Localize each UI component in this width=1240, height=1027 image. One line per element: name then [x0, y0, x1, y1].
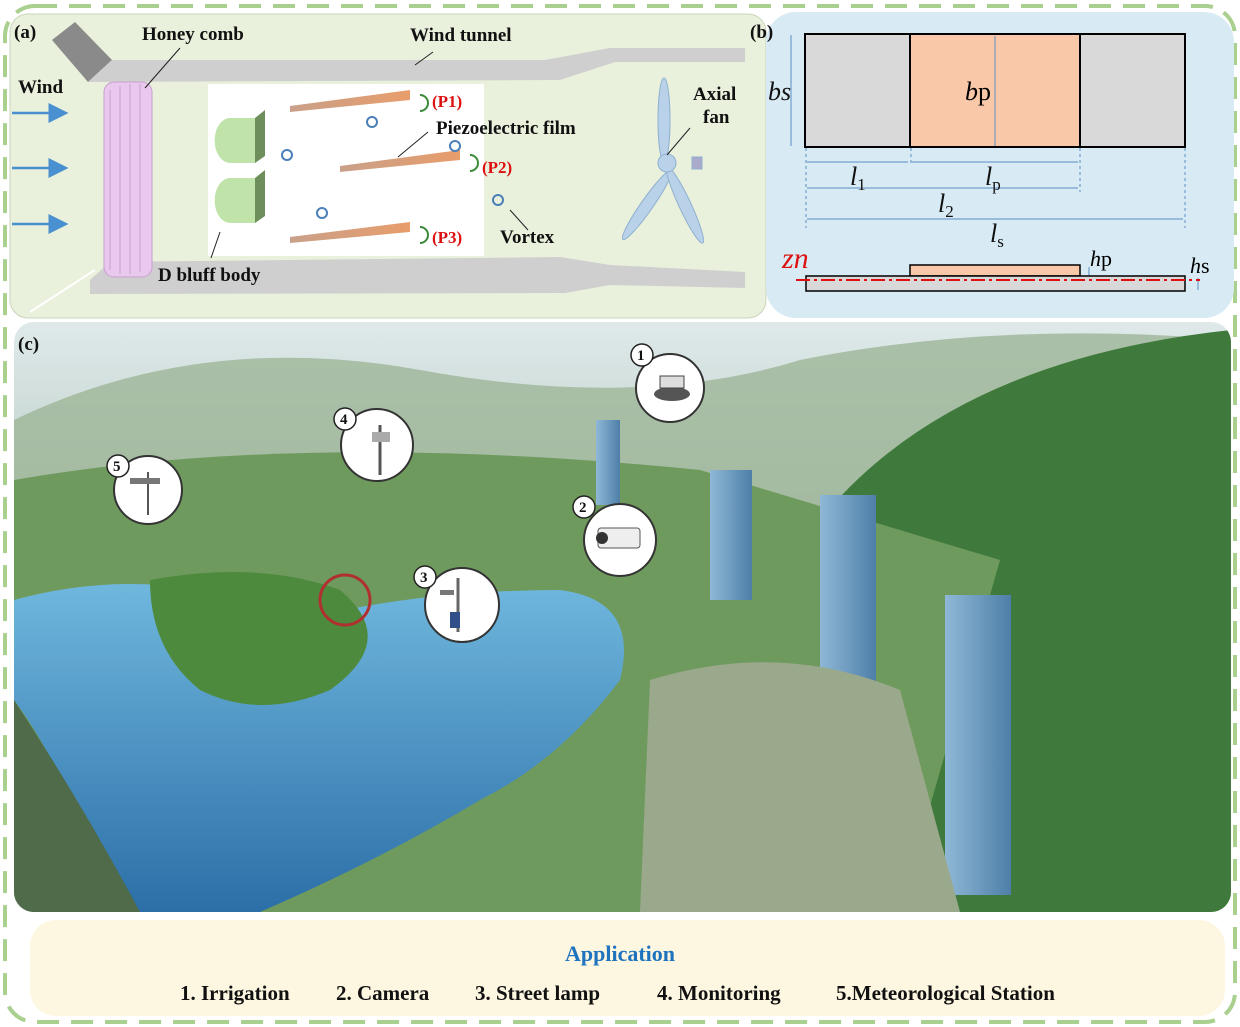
callout-number-4: 4	[340, 412, 348, 428]
hp-label: hp	[1090, 246, 1112, 271]
application-item-5: 5.Meteorological Station	[836, 981, 1055, 1005]
vibration-arrow-p2	[469, 154, 479, 172]
tower-4	[596, 420, 620, 505]
island-park	[150, 572, 368, 705]
tunnel-inlet-block	[52, 22, 112, 82]
substrate-side	[805, 275, 1186, 292]
d-bluff-body	[214, 110, 265, 223]
tunnel-bottom-wall	[90, 257, 745, 294]
application-title: Application	[565, 941, 675, 966]
application-item-2: 2. Camera	[336, 981, 430, 1005]
axial-fan-label-1: Axial	[693, 84, 736, 105]
piezo-layer-side	[909, 264, 1081, 277]
plaza-buildings	[640, 662, 960, 912]
piezo-films	[290, 90, 460, 243]
ls-label: ls	[990, 219, 1004, 251]
application-box: Application 1. Irrigation 2. Camera 3. S…	[30, 920, 1225, 1016]
lake	[14, 584, 624, 912]
vibration-arrow-p1	[419, 94, 429, 112]
wind-label: Wind	[18, 77, 64, 98]
callout-number-5: 5	[113, 459, 121, 475]
wind-arrows	[12, 103, 69, 234]
p1-label: (P1)	[432, 92, 462, 111]
wind-tunnel-label: Wind tunnel	[410, 25, 512, 46]
application-item-1: 1. Irrigation	[180, 981, 290, 1005]
outer-frame	[3, 4, 1237, 1024]
l2-label: l2	[938, 189, 954, 221]
substrate-right	[1079, 33, 1186, 148]
callout-number-2: 2	[579, 500, 587, 516]
substrate-left	[804, 33, 911, 148]
panel-c-label: (c)	[18, 334, 39, 355]
vortex-icons	[281, 116, 504, 219]
panel-c-city-scene: (c) 1 2 3 4	[14, 322, 1231, 912]
tunnel-top-wall	[88, 48, 745, 82]
vibration-arrow-p3	[419, 226, 429, 244]
callout-street-lamp: 3	[413, 565, 500, 643]
axial-fan	[621, 77, 705, 244]
callout-monitoring: 4	[333, 407, 414, 482]
callout-irrigation: 1	[630, 343, 705, 423]
p2-label: (P2)	[482, 158, 512, 177]
axial-fan-label-2: fan	[703, 107, 730, 128]
panel-a-wind-tunnel: (a) Honey comb Wind tunnel Wind Axial fa…	[9, 13, 767, 319]
lp-label: lp	[985, 162, 1001, 194]
vortex-label: Vortex	[500, 227, 555, 248]
riverbank-road	[14, 700, 140, 912]
l1-label: l1	[850, 162, 866, 194]
panel-b-label: (b)	[750, 22, 773, 43]
application-item-3: 3. Street lamp	[475, 981, 600, 1005]
tower-3	[945, 595, 1011, 895]
callout-number-3: 3	[420, 570, 428, 586]
callout-number-1: 1	[637, 348, 645, 364]
honeycomb-label: Honey comb	[142, 24, 244, 45]
bs-label: bs	[768, 77, 791, 106]
honeycomb	[103, 81, 153, 278]
callout-camera: 2	[572, 495, 657, 577]
panel-a-label: (a)	[14, 22, 36, 43]
zn-label: zn	[781, 242, 809, 275]
leader-lines	[144, 47, 691, 259]
panel-b-geometry: (b) bs bp l1 lp l2 ls zn hp hs	[750, 12, 1234, 318]
application-item-4: 4. Monitoring	[657, 981, 781, 1005]
tower-2	[820, 495, 876, 695]
bluff-body-label: D bluff body	[158, 265, 261, 286]
callout-meteorological-station: 5	[106, 454, 183, 525]
dimension-lines	[790, 35, 1199, 290]
p3-label: (P3)	[432, 228, 462, 247]
tower-1	[710, 470, 752, 600]
piezo-film-label: Piezoelectric film	[436, 118, 576, 139]
hs-label: hs	[1190, 253, 1210, 278]
ferris-wheel	[318, 573, 372, 627]
bp-label: bp	[965, 77, 991, 106]
